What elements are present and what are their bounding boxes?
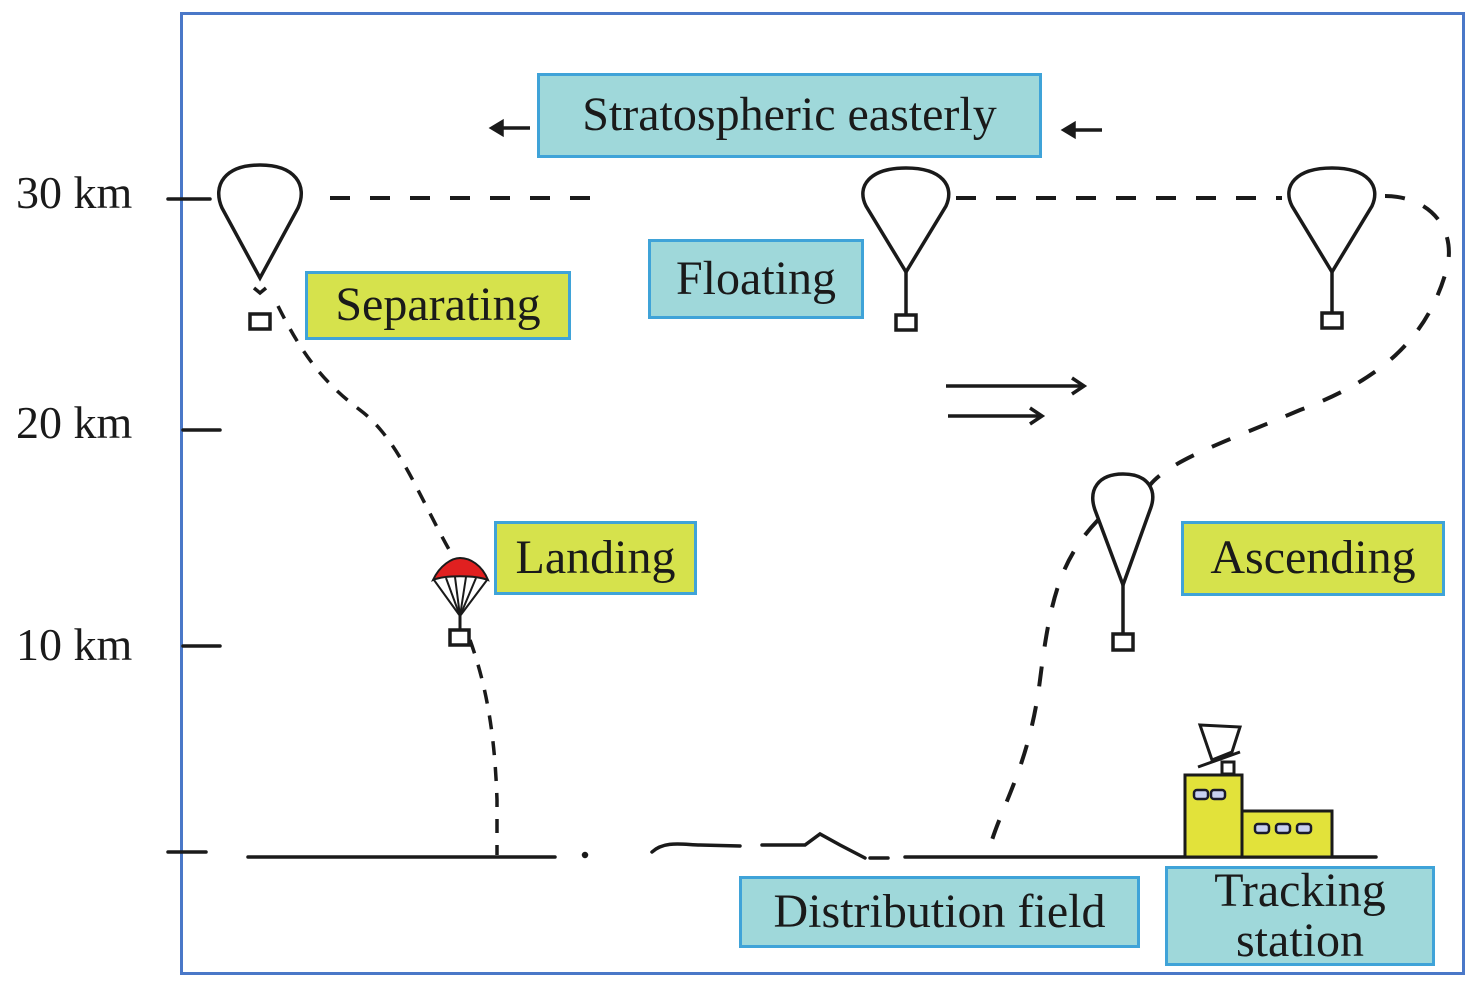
ascent-path-lower <box>990 518 1100 841</box>
tracking-station-icon <box>1183 723 1334 859</box>
label-distribution-field: Distribution field <box>739 876 1140 948</box>
label-landing: Landing <box>494 521 697 595</box>
label-tracking-line2: station <box>1236 914 1364 967</box>
label-tracking-station: Tracking station <box>1165 863 1435 967</box>
radar-dish-icon <box>1197 723 1243 776</box>
easterly-arrows <box>488 118 1102 140</box>
label-ascending: Ascending <box>1181 521 1445 596</box>
balloon-ascending-icon <box>1091 472 1155 652</box>
balloon-floating-right-icon <box>1287 166 1377 330</box>
axis-label-20km: 20 km <box>16 397 133 448</box>
label-tracking-line1: Tracking <box>1214 863 1386 917</box>
descent-path-lower <box>468 639 499 855</box>
label-separating: Separating <box>305 271 571 340</box>
parachute-icon <box>431 556 490 647</box>
descent-path <box>276 305 457 561</box>
balloon-separating-icon <box>217 163 303 331</box>
balloon-floating-icon <box>861 166 951 332</box>
label-floating: Floating <box>648 239 864 319</box>
ascent-path-upper <box>1148 194 1451 487</box>
axis-label-10km: 10 km <box>16 619 133 670</box>
diagram-frame <box>180 12 1465 975</box>
label-stratospheric-easterly: Stratospheric easterly <box>537 73 1042 158</box>
axis-label-30km: 30 km <box>16 167 133 218</box>
westerly-arrows <box>946 376 1088 426</box>
